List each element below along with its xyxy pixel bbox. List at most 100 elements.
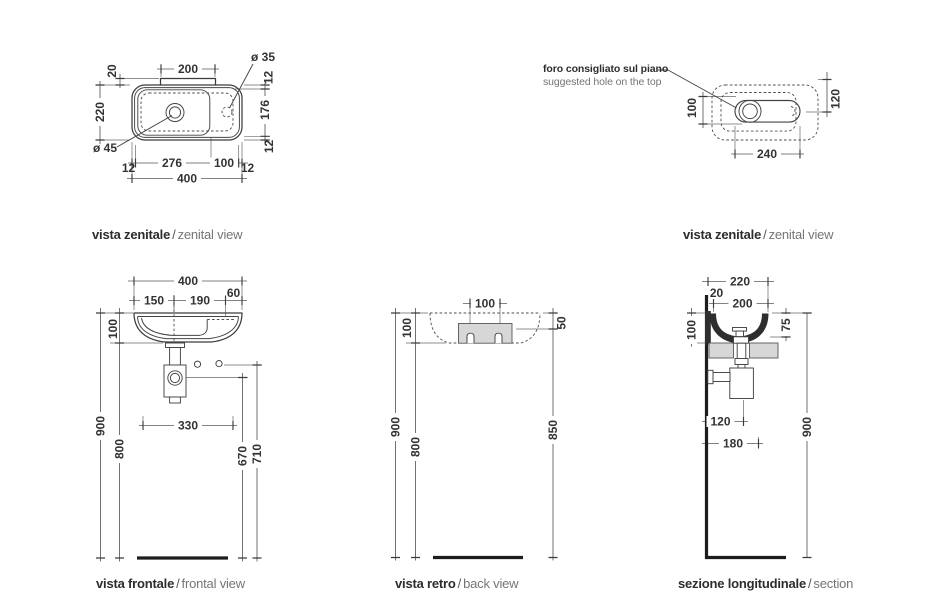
trap-body [729,367,754,399]
extension-lines [391,298,558,344]
dim-right-span: 60 [227,286,241,300]
caption-separator: / [763,227,767,242]
dim-basin-height: 100 [685,316,699,344]
rear-ledge-tab [159,77,217,86]
caption-separator: / [176,576,180,591]
trap-cleanout [167,370,183,386]
svg-text:800: 800 [113,439,127,459]
dim-floor-to-bottom: 800 [409,433,423,461]
caption-italian: vista frontale [96,576,175,591]
svg-text:20: 20 [105,64,119,78]
caption-separator: / [457,576,462,591]
dim-basin-depth: 200 [728,297,757,311]
basin-section-profile [709,313,769,344]
dim-hole-offset: 100 [685,98,699,118]
bowl-inner-edge [141,317,208,336]
dim-depth: 220 [93,98,107,126]
hidden-arc [790,106,796,117]
svg-text:100: 100 [106,319,120,339]
caption-separator: / [807,576,812,591]
svg-text:710: 710 [250,444,264,464]
caption-separator: / [172,227,176,242]
basin-inner-outline [720,92,797,132]
note-english: suggested hole on the top [543,75,662,88]
svg-text:176: 176 [258,100,272,120]
dim-depth-total: 220 [726,275,754,289]
dim-rim-to-bracket: 50 [555,316,569,330]
trap-flange [165,342,185,348]
caption-zenital-left: vista zenitale/zenital view [92,227,243,242]
bowl-outline [137,89,211,136]
drain-fitting [733,336,749,344]
tap-hole [221,106,233,118]
dim-hole-depth: 120 [829,89,843,109]
view-frontal: 400 150 190 60 100 900 800 330 670 710 [94,274,264,562]
view-zenital-right: 100 120 240 [658,69,843,161]
tick-marks [698,78,832,159]
trap-cleanout-inner [169,372,181,384]
leader-note [658,69,737,109]
dim-bracket-span: 330 [174,419,202,433]
view-zenital-left: ø 45 ø 35 200 20 220 12 176 12 12 276 10… [93,50,276,186]
dim-bottom-basin: 276 [158,156,186,170]
dim-wall-gap: 20 [710,286,724,300]
wall-bracket-section [705,311,711,345]
dim-left-span: 150 [140,294,168,308]
svg-text:900: 900 [389,417,403,437]
tick-marks [96,276,262,559]
leader-tap [229,63,254,109]
caption-italian: vista retro [395,576,456,591]
dim-floor-to-rim: 900 [800,413,814,441]
tick-marks [391,299,558,559]
basin-footprint-outline [711,84,819,141]
caption-italian: vista zenitale [92,227,171,242]
suggested-hole-note: foro consigliato sul piano suggested hol… [543,63,668,88]
fixing-hole-left [193,360,202,368]
sink-rim-inner [137,316,239,340]
suggested-hole-outline [734,99,801,123]
svg-text:850: 850 [546,420,560,440]
svg-text:200: 200 [732,297,752,311]
drain-plug-top [732,327,747,332]
basin-outer-rim [131,84,243,141]
caption-english: frontal view [181,576,246,591]
caption-frontal: vista frontale/frontal view [96,576,245,591]
note-italian: foro consigliato sul piano [543,63,669,75]
drain-hole-inner [742,103,758,120]
trap-tailpipe [169,347,181,366]
dim-bottom-deck: 100 [210,156,238,170]
dim-floor-to-rim: 900 [389,413,403,441]
bracket-notch-right [494,332,503,344]
svg-text:670: 670 [236,446,250,466]
svg-text:180: 180 [723,437,743,451]
svg-text:276: 276 [162,156,182,170]
dim-bottom-right: 12 [241,161,255,175]
drain-hole-inner [168,106,182,119]
drain-tailpipe [736,342,747,359]
dim-ledge-offset: 20 [105,64,119,78]
caption-italian: vista zenitale [683,227,762,242]
dim-right-top: 12 [262,71,276,85]
dim-floor-to-bracket: 850 [546,416,560,444]
dim-tap-diameter: ø 35 [251,50,275,64]
countertop-right [749,342,779,359]
hidden-edge-outline [140,92,234,132]
dim-right-mid: 176 [258,96,272,124]
view-back: 100 100 900 800 50 850 [389,297,569,561]
svg-text:900: 900 [800,417,814,437]
countertop-left [708,342,734,359]
caption-zenital-right: vista zenitale/zenital view [683,227,834,242]
dim-bottom-left: 12 [122,161,136,175]
svg-text:50: 50 [555,316,569,330]
svg-text:120: 120 [829,89,843,109]
dim-width: 400 [174,274,202,288]
dim-drain-diameter: ø 45 [93,141,117,155]
dim-floor-to-bottom: 800 [113,435,127,463]
caption-english: section [813,576,854,591]
svg-text:220: 220 [730,275,750,289]
dim-wall-to-drain: 120 [706,415,735,429]
svg-text:900: 900 [94,416,108,436]
dim-floor-to-rim: 900 [94,412,108,440]
